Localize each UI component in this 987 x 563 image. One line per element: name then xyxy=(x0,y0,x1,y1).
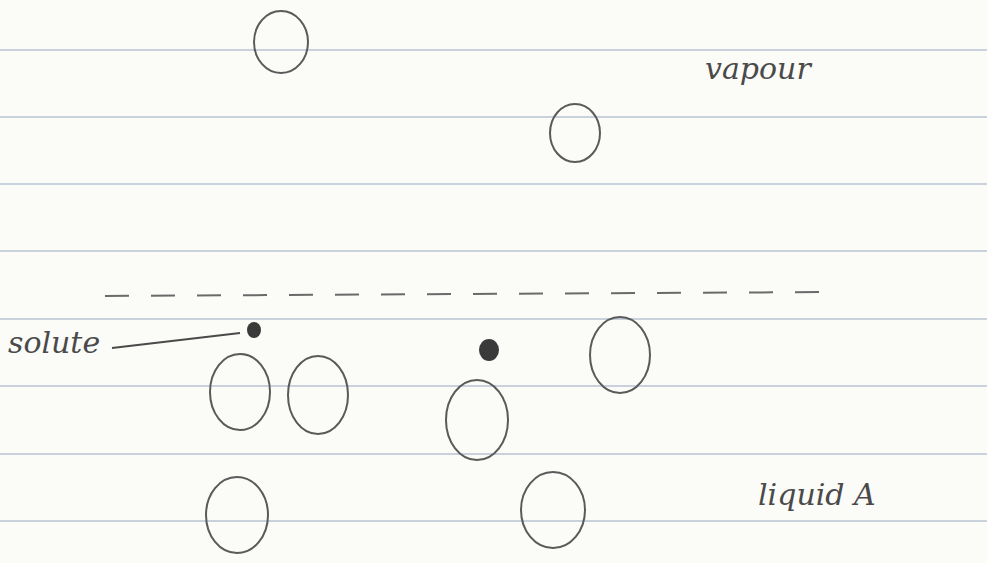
ruled-lines xyxy=(0,50,987,521)
phase-label: vapour xyxy=(705,52,811,85)
leader-label: solute xyxy=(8,326,100,359)
solute-particles xyxy=(247,322,499,361)
molecules xyxy=(206,11,650,553)
phase-label: liquid A xyxy=(758,478,876,511)
leader-line xyxy=(112,333,240,348)
surface-line xyxy=(105,292,835,296)
